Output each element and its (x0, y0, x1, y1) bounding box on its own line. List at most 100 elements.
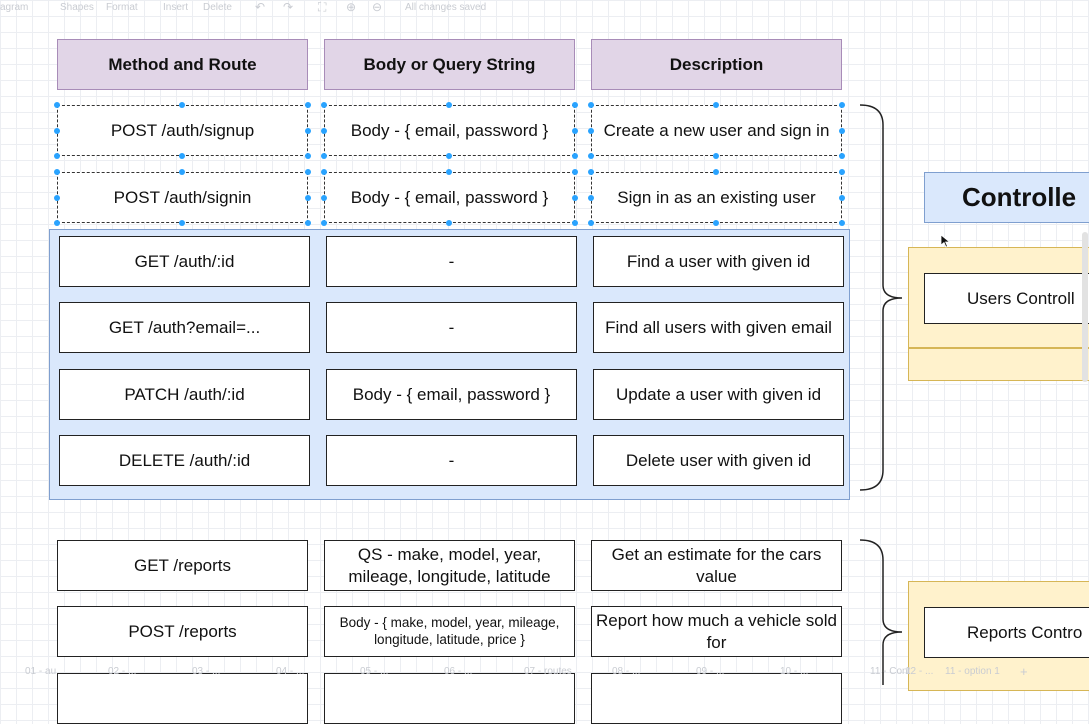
page-tab[interactable]: 10 - ... (780, 666, 809, 677)
selection-handle[interactable] (179, 169, 185, 175)
selection-handle[interactable] (588, 195, 594, 201)
route-description-cell[interactable]: Find all users with given email (593, 302, 844, 353)
shapes-menu[interactable]: Shapes (60, 2, 94, 13)
selection-handle[interactable] (839, 153, 845, 159)
selection-handle[interactable] (321, 102, 327, 108)
page-tab[interactable]: 12 - ... (905, 666, 934, 677)
route-description-cell[interactable]: Create a new user and sign in (591, 105, 842, 156)
selection-handle[interactable] (54, 220, 60, 226)
header-body-query[interactable]: Body or Query String (324, 39, 575, 90)
selection-handle[interactable] (839, 169, 845, 175)
page-tab[interactable]: 01 - au (25, 666, 57, 677)
route-body-cell[interactable]: Body - { email, password } (326, 369, 577, 420)
add-page-icon[interactable]: + (1020, 664, 1028, 679)
zoom-out-icon[interactable]: ⊖ (372, 0, 383, 14)
delete-menu[interactable]: Delete (203, 2, 232, 13)
selection-handle[interactable] (713, 153, 719, 159)
selection-handle[interactable] (839, 128, 845, 134)
selection-handle[interactable] (446, 153, 452, 159)
selection-handle[interactable] (572, 153, 578, 159)
selection-handle[interactable] (713, 220, 719, 226)
route-method-cell[interactable]: PATCH /auth/:id (59, 369, 310, 420)
route-method-cell[interactable]: POST /auth/signup (57, 105, 308, 156)
route-body-cell[interactable]: Body - { make, model, year, mileage, lon… (324, 606, 575, 657)
format-menu[interactable]: Format (106, 2, 138, 13)
page-tab[interactable]: 11 - option 1 (945, 666, 1000, 677)
selection-handle[interactable] (305, 128, 311, 134)
vertical-scrollbar[interactable] (1082, 232, 1088, 382)
selection-handle[interactable] (54, 128, 60, 134)
zoom-in-icon[interactable]: ⊕ (346, 0, 357, 14)
route-method-cell[interactable]: DELETE /auth/:id (59, 435, 310, 486)
route-body-cell[interactable]: - (326, 435, 577, 486)
selection-handle[interactable] (305, 102, 311, 108)
selection-handle[interactable] (446, 102, 452, 108)
route-body-cell[interactable]: - (326, 236, 577, 287)
route-method-cell[interactable]: GET /auth?email=... (59, 302, 310, 353)
page-tab[interactable]: 07 - routes (524, 666, 572, 677)
selection-handle[interactable] (305, 220, 311, 226)
page-tab[interactable]: 04 - ... (276, 666, 305, 677)
selection-handle[interactable] (572, 220, 578, 226)
selection-handle[interactable] (588, 102, 594, 108)
page-tab[interactable]: 08 - ... (612, 666, 641, 677)
route-method-cell[interactable] (57, 673, 308, 724)
route-method-cell[interactable]: POST /auth/signin (57, 172, 308, 223)
selection-handle[interactable] (54, 169, 60, 175)
selection-handle[interactable] (179, 102, 185, 108)
route-description-cell[interactable]: Delete user with given id (593, 435, 844, 486)
selection-handle[interactable] (321, 153, 327, 159)
page-tab[interactable]: 05 - ... (360, 666, 389, 677)
route-description-cell[interactable]: Update a user with given id (593, 369, 844, 420)
page-tab[interactable]: 03 - ... (192, 666, 221, 677)
selection-handle[interactable] (446, 220, 452, 226)
insert-menu[interactable]: Insert (163, 2, 189, 13)
selection-handle[interactable] (321, 220, 327, 226)
users-controller-box[interactable]: Users Controll (924, 273, 1089, 324)
route-description-cell[interactable] (591, 673, 842, 724)
selection-handle[interactable] (179, 220, 185, 226)
route-method-cell[interactable]: POST /reports (57, 606, 308, 657)
redo-icon[interactable]: ↷ (283, 0, 294, 14)
diagram-menu[interactable]: agram (0, 2, 29, 13)
route-body-cell[interactable]: Body - { email, password } (324, 172, 575, 223)
reports-controller-box[interactable]: Reports Contro (924, 607, 1089, 658)
selection-handle[interactable] (572, 102, 578, 108)
selection-handle[interactable] (839, 220, 845, 226)
selection-handle[interactable] (572, 169, 578, 175)
selection-handle[interactable] (572, 128, 578, 134)
selection-handle[interactable] (588, 169, 594, 175)
header-method-route[interactable]: Method and Route (57, 39, 308, 90)
page-tab[interactable]: 06 - ... (444, 666, 473, 677)
selection-handle[interactable] (446, 169, 452, 175)
selection-handle[interactable] (179, 153, 185, 159)
undo-icon[interactable]: ↶ (255, 0, 266, 14)
selection-handle[interactable] (572, 195, 578, 201)
selection-handle[interactable] (321, 128, 327, 134)
selection-handle[interactable] (839, 102, 845, 108)
selection-handle[interactable] (305, 153, 311, 159)
route-body-cell[interactable]: Body - { email, password } (324, 105, 575, 156)
route-description-cell[interactable]: Find a user with given id (593, 236, 844, 287)
selection-handle[interactable] (839, 195, 845, 201)
route-body-cell[interactable] (324, 673, 575, 724)
selection-handle[interactable] (305, 169, 311, 175)
selection-handle[interactable] (713, 169, 719, 175)
selection-handle[interactable] (54, 195, 60, 201)
page-tab[interactable]: 02 - ... (108, 666, 137, 677)
selection-handle[interactable] (588, 153, 594, 159)
controllers-title[interactable]: Controlle (924, 172, 1089, 223)
route-method-cell[interactable]: GET /reports (57, 540, 308, 591)
route-description-cell[interactable]: Report how much a vehicle sold for (591, 606, 842, 657)
selection-handle[interactable] (54, 102, 60, 108)
selection-handle[interactable] (305, 195, 311, 201)
route-method-cell[interactable]: GET /auth/:id (59, 236, 310, 287)
selection-handle[interactable] (588, 220, 594, 226)
page-tab[interactable]: 09 - ... (696, 666, 725, 677)
selection-handle[interactable] (321, 195, 327, 201)
page-tab[interactable]: 11 - Cont (870, 666, 911, 677)
selection-handle[interactable] (321, 169, 327, 175)
fullscreen-icon[interactable]: ⛶ (318, 0, 327, 14)
route-body-cell[interactable]: QS - make, model, year, mileage, longitu… (324, 540, 575, 591)
route-description-cell[interactable]: Sign in as an existing user (591, 172, 842, 223)
